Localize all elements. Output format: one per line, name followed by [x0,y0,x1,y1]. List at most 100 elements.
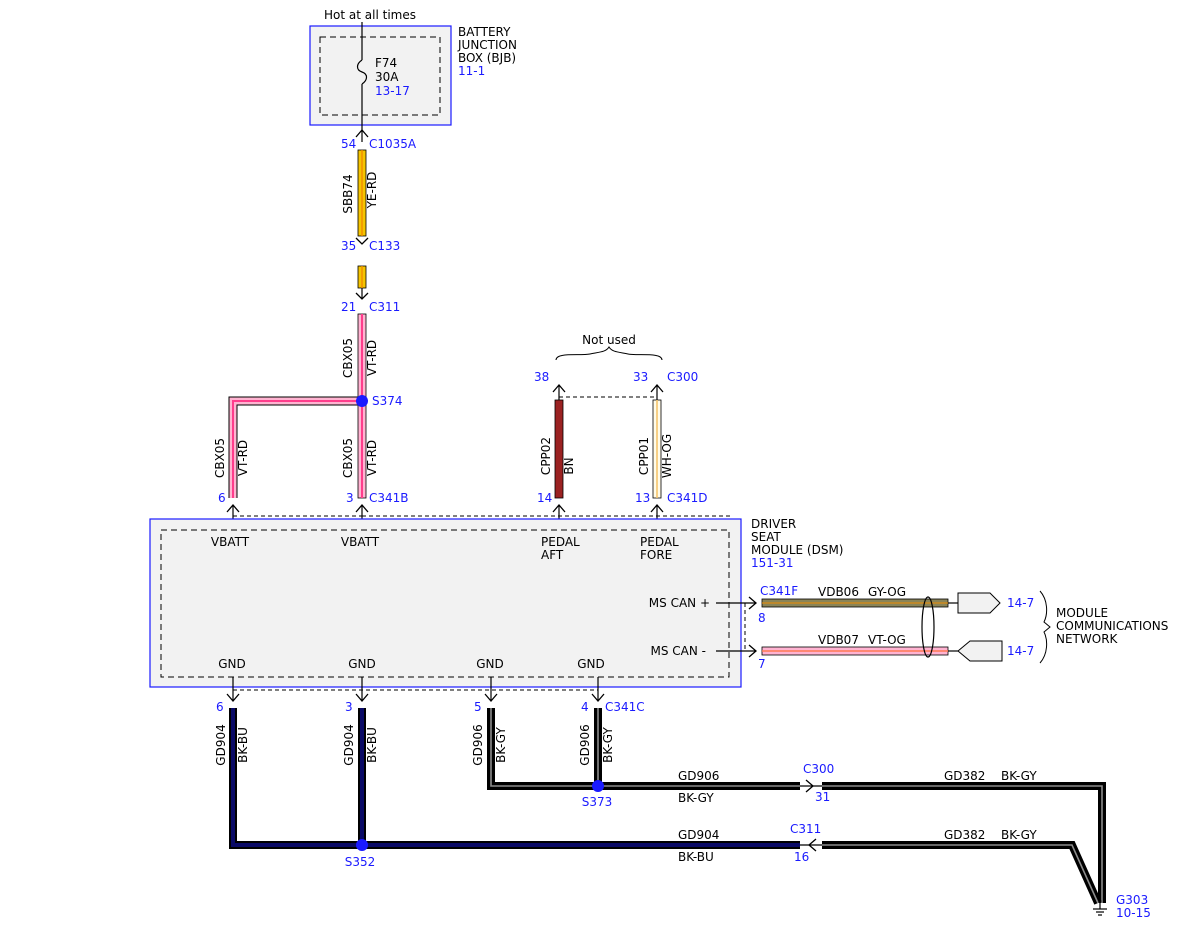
sbb74-circuit: SBB74 [341,174,355,213]
vdb06-color: GY-OG [868,585,906,599]
dsm-pin-ms-can-plus: MS CAN + [649,596,710,610]
cpp01-circuit: CPP01 [637,437,651,475]
gd906-1-circuit: GD906 [471,724,485,765]
network-arrow-top-icon [957,592,1001,614]
ground-ref: 10-15 [1116,906,1151,920]
c300-top-pin-right: 33 [633,370,648,384]
network-label-line1: MODULE [1056,606,1108,620]
c341c-arrow-1-icon [226,693,240,702]
bjb-title-line2: JUNCTION [457,38,517,52]
dsm-pin-pedal-fore-line2: FORE [640,548,672,562]
gd906-h-color: BK-GY [678,791,714,805]
wire-cbx05-left-tracer [232,400,362,498]
c311-bottom-pin: 16 [794,850,809,864]
cbx05-top-circuit: CBX05 [341,338,355,378]
hot-at-all-times-label: Hot at all times [324,8,416,22]
vdb07-circuit: VDB07 [818,633,859,647]
c341d-pin-right: 13 [635,491,650,505]
gd904-1-color: BK-BU [236,727,250,763]
wire-gd906 [490,708,800,787]
fuse-rating: 30A [375,70,399,84]
fuse-f74-icon [356,59,368,85]
dsm-pin-gnd-4: GND [577,657,605,671]
cbx05-top-color: VT-RD [365,340,379,376]
bjb-ref: 11-1 [458,64,485,78]
dsm-box [149,518,742,688]
network-label-line2: COMMUNICATIONS [1056,619,1168,633]
s352-label: S352 [345,855,376,869]
network-arrow-bottom-icon [957,640,1003,662]
c341c-arrow-3-icon [484,693,498,702]
gd906-1-color: BK-GY [494,727,508,763]
wire-cpp02 [554,399,564,499]
gd382-top-color: BK-GY [1001,769,1037,783]
gd906-h-circuit: GD906 [678,769,719,783]
cbx05-left-circuit: CBX05 [213,438,227,478]
c341f-arrow-top-icon [748,596,757,610]
gd382-top-circuit: GD382 [944,769,985,783]
c1035a-name: C1035A [369,137,417,151]
not-used-brace-icon [555,346,663,361]
gd904-2-circuit: GD904 [342,724,356,765]
wire-gd382-top [822,785,1103,903]
wire-gd906-outline [487,708,800,790]
c341d-name: C341D [667,491,708,505]
vdb07-color: VT-OG [868,633,906,647]
splice-s352 [356,839,368,851]
not-used-label: Not used [582,333,636,347]
c341c-arrow-2-icon [355,693,369,702]
c341c-pin-1: 6 [216,700,224,714]
cbx05-mid-circuit: CBX05 [341,438,355,478]
gd904-1-circuit: GD904 [214,724,228,765]
bjb-inner-box [319,36,441,116]
ground-name: G303 [1116,893,1148,907]
twisted-pair-icon [921,596,935,658]
network-ref-bottom: 14-7 [1007,644,1034,658]
cbx05-left-color: VT-RD [236,440,250,476]
vdb06-circuit: VDB06 [818,585,859,599]
cpp02-color: BN [562,457,576,474]
gd906-2-color: BK-GY [601,727,615,763]
dsm-pin-gnd-3: GND [476,657,504,671]
cpp01-color: WH-OG [660,434,674,478]
gd904-h-color: BK-BU [678,850,714,864]
c341c-pin-3: 5 [474,700,482,714]
cpp02-circuit: CPP02 [539,437,553,475]
c300-bottom-name: C300 [803,762,834,776]
c311-bottom-name: C311 [790,822,821,836]
wire-gd382-bottom [822,844,1099,904]
dsm-ref: 151-31 [751,556,794,570]
network-brace-icon [1039,590,1051,664]
network-label-line3: NETWORK [1056,632,1119,646]
c341f-pin-top: 8 [758,611,766,625]
dsm-title-line1: DRIVER [751,517,796,531]
c311-top-name: C311 [369,300,400,314]
s374-label: S374 [372,394,403,408]
s373-label: S373 [582,795,613,809]
sbb74-color: YE-RD [365,172,379,210]
c341f-arrow-bottom-icon [748,644,757,658]
c341c-pin-4: 4 [581,700,589,714]
c341c-arrow-4-icon [591,693,605,702]
fuse-ref: 13-17 [375,84,410,98]
dsm-pin-pedal-aft-line2: AFT [541,548,564,562]
gd382-bottom-circuit: GD382 [944,828,985,842]
c300-top-name: C300 [667,370,698,384]
c341f-pin-bottom: 7 [758,657,766,671]
wire-gd904 [231,708,800,847]
gd906-2-circuit: GD906 [578,724,592,765]
gd904-2-color: BK-BU [365,727,379,763]
c133-pin: 35 [341,239,356,253]
c133-name: C133 [369,239,400,253]
dsm-pin-gnd-2: GND [348,657,376,671]
dsm-title-line2: SEAT [751,530,781,544]
c341c-pin-2: 3 [345,700,353,714]
c311-top-pin: 21 [341,300,356,314]
dsm-pin-pedal-aft-line1: PEDAL [541,535,580,549]
wire-gd382-bottom-outline [822,841,1102,905]
dsm-pin-vbatt-2: VBATT [341,535,380,549]
c341c-name: C341C [605,700,645,714]
gd904-h-circuit: GD904 [678,828,719,842]
c341f-name: C341F [760,584,798,598]
